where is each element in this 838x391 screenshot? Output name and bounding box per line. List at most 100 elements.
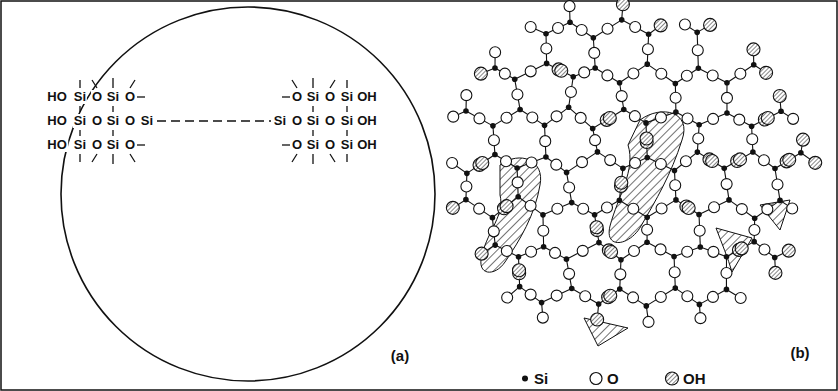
silicon-atom [721,166,727,172]
oxygen-atom [628,68,639,79]
atom-symbol: OH [356,114,378,128]
bond-line [676,112,699,125]
silicon-atom [673,197,679,203]
oxygen-atom [527,112,538,123]
atom-symbol: Si [306,90,320,104]
bond-line [466,200,492,218]
silicon-atom [516,254,522,260]
silicon-atom [570,74,576,80]
oxygen-atom [474,113,485,124]
oxygen-atom [694,225,705,236]
particle-outline [61,7,435,381]
oxygen-atom [615,269,626,280]
oxygen-atom [642,44,653,55]
silicon-atom [671,254,677,260]
oxygen-atom [721,268,732,279]
legend-item: O [588,370,619,387]
oxygen-atom [655,112,666,123]
oxygen-atom [787,203,798,214]
oxygen-atom [448,111,459,122]
silicon-atom [517,107,523,113]
oxygen-atom [707,70,718,81]
hatched-region [481,112,790,346]
hydroxyl-group [640,132,653,145]
silicon-atom [463,197,469,203]
silicon-atom [517,284,523,290]
oxygen-atom [708,113,719,124]
silicon-atom [492,152,498,158]
silicon-atom [697,302,703,308]
oxygen-atom [721,92,732,103]
oxygen-atom [643,316,654,327]
bond-line [646,288,675,306]
oxygen-atom [734,114,745,125]
atom-symbol: Si [340,114,354,128]
atom-symbol: Si [340,138,354,152]
bond-line [545,107,569,125]
bond-line [647,158,674,171]
atom-symbol: Si [306,138,320,152]
hydroxyl-group [761,112,774,125]
legend-text: O [607,370,619,387]
bond-line [567,152,598,173]
hydroxyl-group [555,64,568,77]
silicon-atom [620,166,626,172]
bond-line [542,289,572,303]
oxygen-atom [537,312,548,323]
oxygen-atom [540,136,551,147]
oxygen-atom [656,68,667,79]
hydroxyl-group [513,264,526,277]
oxygen-atom [525,200,536,211]
atom-symbol: Si [106,90,120,104]
silicon-atom [539,300,545,306]
silicon-atom [617,80,623,86]
hydroxyl-group [605,246,618,259]
legend-symbol [590,372,602,384]
silicon-atom [464,171,470,177]
silicon-atom [772,166,778,172]
silicon-atom [595,149,601,155]
atom-symbol: Si [106,138,120,152]
oxygen-atom [628,292,639,303]
bond-line [700,247,726,257]
legend-text: OH [683,370,706,387]
hydroxyl-group [773,90,786,103]
oxygen-atom [461,90,472,101]
silicon-atom [644,239,650,245]
bond-line [647,200,676,217]
hydroxyl-group [782,244,795,257]
silicon-atom [673,81,679,87]
oxygen-atom [577,245,588,256]
oxygen-atom [747,134,758,145]
oxygen-atom [551,159,562,170]
silicon-atom [643,120,649,126]
legend-symbol [666,372,679,385]
bond-line [699,289,726,304]
oxygen-atom [708,246,719,257]
atom-symbol: O [91,138,103,152]
silicon-atom [592,65,598,71]
oxygen-atom [526,246,537,257]
oxygen-atom [693,133,704,144]
oxygen-atom [602,70,613,81]
silicon-atom [646,31,652,37]
atom-symbol: Si [306,114,320,128]
oxygen-atom [541,43,552,54]
bond-line [515,63,547,79]
silicon-atom [726,197,732,203]
oxygen-atom [772,179,783,190]
bond-line [620,289,647,306]
silicon-atom [644,61,650,67]
atom-symbol: O [324,138,336,152]
hydroxyl-group [769,266,782,279]
silicon-atom [490,123,496,129]
bond-line [755,200,780,218]
silicon-atom [564,170,570,176]
bond-line [699,113,727,125]
atom-symbol: HO [46,138,68,152]
bond-line [593,20,621,38]
bond-line [647,242,674,256]
oxygen-atom [474,203,485,214]
oxygen-atom [709,202,720,213]
